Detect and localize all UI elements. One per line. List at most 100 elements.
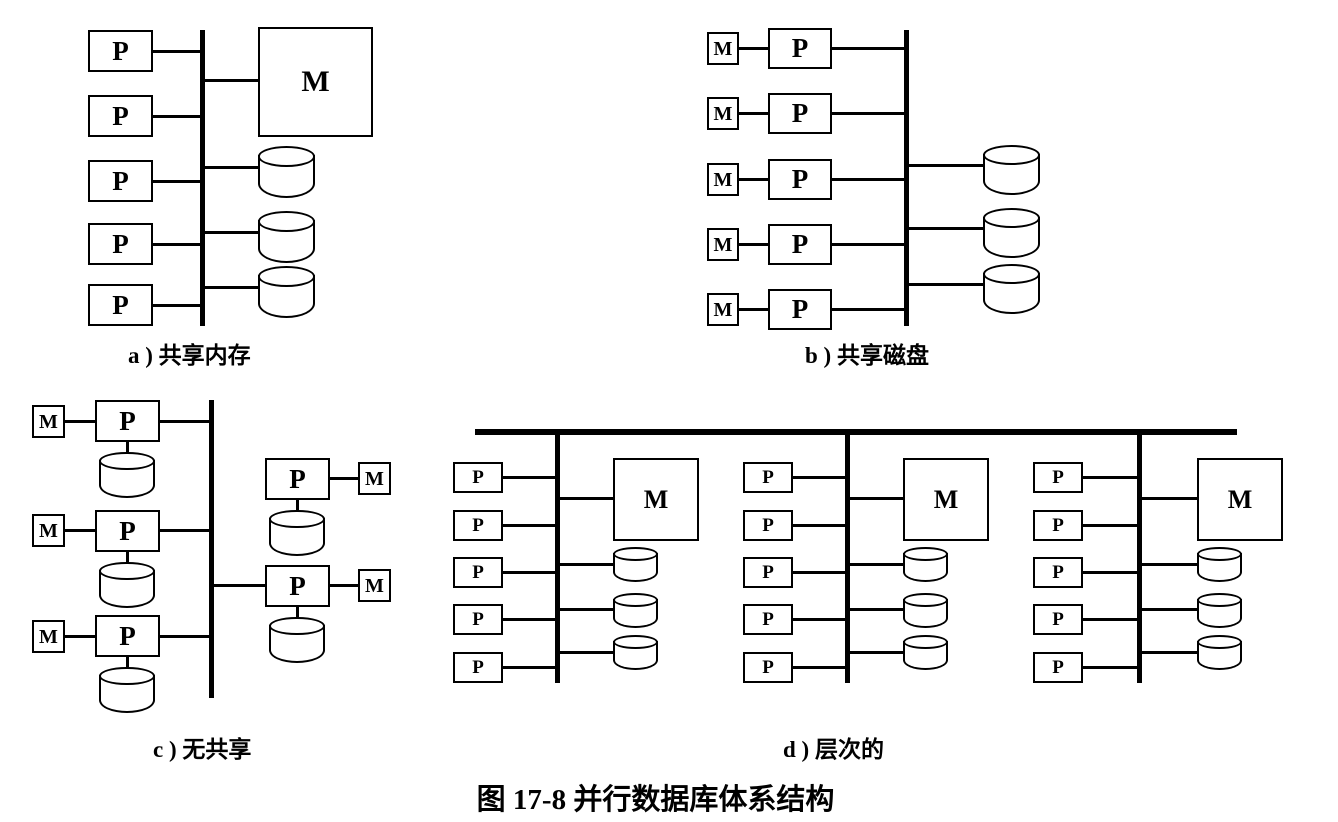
link-line — [849, 563, 903, 566]
disk-icon — [1197, 635, 1242, 670]
link-line — [204, 231, 258, 234]
interconnect-bus — [1137, 429, 1142, 683]
link-line — [296, 606, 299, 617]
disk-icon — [613, 593, 658, 628]
link-line — [213, 584, 265, 587]
link-line — [559, 563, 613, 566]
disk-icon — [99, 667, 155, 714]
link-line — [738, 243, 768, 246]
link-line — [329, 477, 358, 480]
processor-box: P — [88, 30, 153, 72]
memory-box: M — [32, 514, 65, 547]
disk-icon — [99, 452, 155, 499]
panel-c-caption: c ) 无共享 — [153, 737, 252, 762]
link-line — [908, 164, 983, 167]
disk-icon — [1197, 547, 1242, 582]
disk-icon — [1197, 593, 1242, 628]
link-line — [1082, 666, 1138, 669]
panel-b-caption: b ) 共享磁盘 — [805, 343, 929, 368]
processor-box: P — [265, 458, 330, 500]
disk-icon — [269, 617, 325, 664]
processor-box: P — [1033, 557, 1083, 588]
link-line — [831, 308, 906, 311]
processor-box: P — [453, 557, 503, 588]
disk-icon — [983, 208, 1040, 258]
link-line — [204, 79, 258, 82]
link-line — [849, 497, 903, 500]
link-line — [204, 166, 258, 169]
link-line — [849, 608, 903, 611]
link-line — [1082, 571, 1138, 574]
link-line — [738, 308, 768, 311]
link-line — [502, 524, 557, 527]
link-line — [792, 476, 847, 479]
link-line — [831, 47, 906, 50]
disk-icon — [983, 145, 1040, 195]
top-interconnect-bus — [475, 429, 1237, 435]
link-line — [159, 635, 210, 638]
disk-icon — [903, 593, 948, 628]
disk-icon — [903, 635, 948, 670]
link-line — [152, 304, 202, 307]
processor-box: P — [453, 604, 503, 635]
processor-box: P — [88, 160, 153, 202]
link-line — [502, 666, 557, 669]
processor-box: P — [768, 28, 832, 69]
link-line — [502, 476, 557, 479]
processor-box: P — [453, 652, 503, 683]
processor-box: P — [453, 510, 503, 541]
processor-box: P — [88, 95, 153, 137]
processor-box: P — [88, 223, 153, 265]
processor-box: P — [768, 224, 832, 265]
disk-icon — [983, 264, 1040, 314]
link-line — [502, 618, 557, 621]
disk-icon — [99, 562, 155, 609]
processor-box: P — [743, 557, 793, 588]
link-line — [849, 651, 903, 654]
link-line — [738, 178, 768, 181]
processor-box: P — [1033, 652, 1083, 683]
panel-d-caption: d ) 层次的 — [783, 737, 884, 762]
processor-box: P — [95, 510, 160, 552]
link-line — [908, 227, 983, 230]
processor-box: P — [743, 604, 793, 635]
link-line — [126, 551, 129, 562]
processor-box: P — [768, 289, 832, 330]
memory-box: M — [707, 228, 739, 261]
link-line — [559, 608, 613, 611]
disk-icon — [269, 510, 325, 557]
link-line — [792, 666, 847, 669]
link-line — [152, 180, 202, 183]
link-line — [329, 584, 358, 587]
processor-box: P — [1033, 462, 1083, 493]
processor-box: P — [743, 510, 793, 541]
link-line — [159, 420, 210, 423]
disk-icon — [258, 211, 315, 263]
memory-box: M — [32, 405, 65, 438]
memory-box: M — [707, 97, 739, 130]
link-line — [152, 115, 202, 118]
link-line — [64, 420, 95, 423]
link-line — [792, 524, 847, 527]
processor-box: P — [95, 615, 160, 657]
link-line — [64, 635, 95, 638]
memory-box: M — [358, 462, 391, 495]
link-line — [831, 178, 906, 181]
link-line — [296, 499, 299, 510]
link-line — [1141, 608, 1197, 611]
processor-box: P — [453, 462, 503, 493]
link-line — [792, 618, 847, 621]
link-line — [152, 50, 202, 53]
interconnect-bus — [555, 429, 560, 683]
processor-box: P — [768, 93, 832, 134]
interconnect-bus — [209, 400, 214, 698]
link-line — [1141, 497, 1197, 500]
processor-box: P — [743, 462, 793, 493]
memory-box: M — [613, 458, 699, 541]
link-line — [738, 112, 768, 115]
processor-box: P — [265, 565, 330, 607]
link-line — [1082, 476, 1138, 479]
link-line — [831, 112, 906, 115]
memory-box: M — [32, 620, 65, 653]
processor-box: P — [743, 652, 793, 683]
